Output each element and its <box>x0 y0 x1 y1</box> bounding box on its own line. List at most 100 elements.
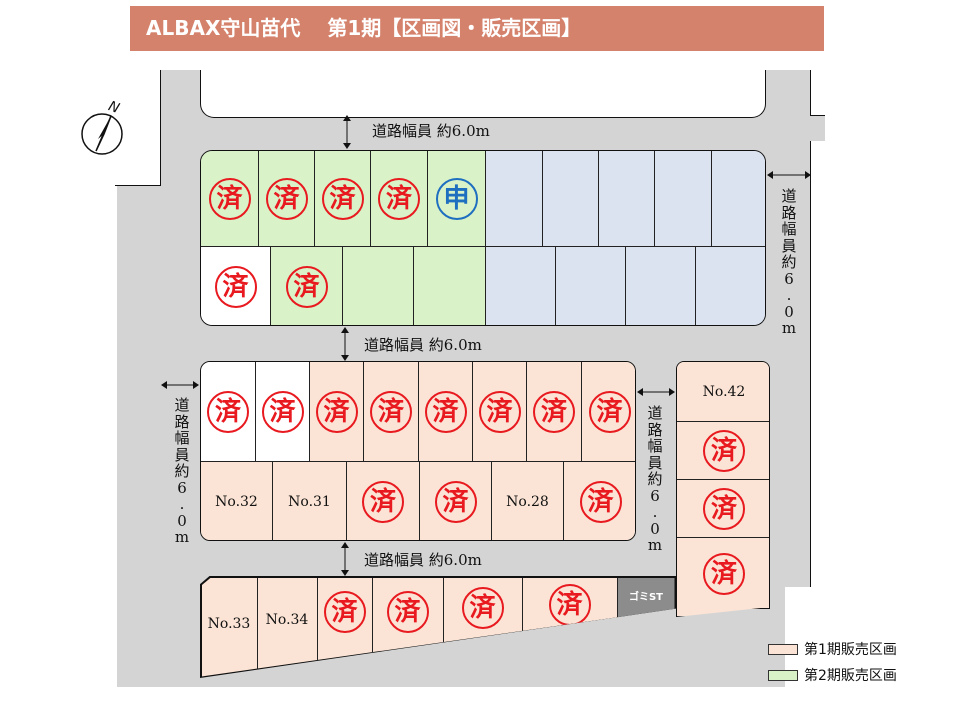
left-lower-neighbor-area <box>115 186 117 688</box>
road-width-label-bottom: 道路幅員 約6.0m <box>364 551 482 569</box>
sold-stamp: 済 <box>588 390 631 433</box>
lot-b1[interactable]: 済 <box>201 362 256 462</box>
block-a: 済 済 済 済 申 済 済 <box>200 150 766 326</box>
lot-a11[interactable]: 済 <box>201 247 271 325</box>
lot-number: No.33 <box>207 615 251 632</box>
sold-stamp: 済 <box>370 390 412 433</box>
sold-stamp: 済 <box>533 390 575 433</box>
lot-b2[interactable]: 済 <box>256 362 310 462</box>
lot-b6[interactable]: 済 <box>473 362 527 462</box>
lot-c3[interactable]: 済 <box>677 480 769 538</box>
lot-a17[interactable] <box>626 247 696 325</box>
sold-stamp: 済 <box>703 487 745 530</box>
lot-b3[interactable]: 済 <box>310 362 364 462</box>
lot-b4[interactable]: 済 <box>364 362 419 462</box>
lot-a3[interactable]: 済 <box>315 151 371 247</box>
legend-label-phase2: 第2期販売区画 <box>804 668 897 684</box>
sold-stamp: 済 <box>461 586 504 629</box>
sold-stamp: 済 <box>362 481 404 523</box>
lot-number: No.31 <box>288 494 331 510</box>
block-b: 済 済 済 済 済 済 済 済 No.32 No.31 済 済 No.28 済 <box>200 361 636 541</box>
road-width-label-middle: 道路幅員 約6.0m <box>364 336 482 354</box>
lot-no28[interactable]: No.28 <box>492 462 564 540</box>
right-upper-neighbor-area <box>810 70 825 116</box>
sold-stamp: 済 <box>478 390 521 433</box>
sold-stamp: 済 <box>208 177 251 220</box>
garbage-station-label: ゴミST <box>628 591 664 603</box>
left-upper-neighbor-area <box>115 70 161 186</box>
applied-stamp: 申 <box>435 177 478 220</box>
legend-label-phase1: 第1期販売区画 <box>804 642 897 658</box>
lot-b12[interactable]: 済 <box>420 462 492 540</box>
lot-number: No.42 <box>702 383 746 400</box>
legend-item-phase2: 第2期販売区画 <box>768 662 897 688</box>
lot-no31[interactable]: No.31 <box>273 462 347 540</box>
right-lower-neighbor-area <box>810 141 825 587</box>
road-width-arrow-center <box>637 388 675 396</box>
road-width-arrow-bottom <box>341 542 349 576</box>
lot-a10[interactable] <box>712 151 765 247</box>
lot-number: No.34 <box>265 611 309 628</box>
top-neighbor-area <box>200 70 766 118</box>
lot-a8[interactable] <box>599 151 655 247</box>
lot-a16[interactable] <box>556 247 626 325</box>
lot-c2[interactable]: 済 <box>677 422 769 480</box>
lot-a14[interactable] <box>414 247 486 325</box>
sold-stamp: 済 <box>378 177 420 220</box>
lot-no34[interactable]: No.34 <box>257 577 318 677</box>
legend: 第1期販売区画 第2期販売区画 <box>768 636 897 688</box>
sold-stamp: 済 <box>579 481 622 523</box>
sold-stamp: 済 <box>261 390 304 433</box>
lot-no42[interactable]: No.42 <box>677 362 769 422</box>
sold-stamp: 済 <box>386 590 429 633</box>
legend-swatch-phase2 <box>768 669 798 681</box>
sold-stamp: 済 <box>214 266 257 308</box>
sold-stamp: 済 <box>703 429 745 472</box>
legend-swatch-phase1 <box>768 643 798 655</box>
road-width-arrow-right <box>767 171 811 179</box>
sold-stamp: 済 <box>285 266 328 308</box>
lot-a7[interactable] <box>543 151 599 247</box>
sold-stamp: 済 <box>315 390 358 433</box>
lot-number: No.32 <box>215 494 258 510</box>
road-width-arrow-left <box>161 381 199 389</box>
legend-item-phase1: 第1期販売区画 <box>768 636 897 662</box>
lot-a4[interactable]: 済 <box>371 151 428 247</box>
lot-a15[interactable] <box>486 247 556 325</box>
road-width-label-top: 道路幅員 約6.0m <box>372 122 490 140</box>
sold-stamp: 済 <box>207 390 249 433</box>
page-title: ALBAX守山苗代 第1期【区画図・販売区画】 <box>130 6 824 51</box>
road-width-arrow-top <box>343 115 351 149</box>
block-c: No.42 済 済 済 <box>676 361 770 609</box>
sold-stamp: 済 <box>703 553 745 595</box>
sold-stamp: 済 <box>434 481 477 523</box>
lot-a13[interactable] <box>343 247 414 325</box>
lot-a12[interactable]: 済 <box>271 247 343 325</box>
lot-b14[interactable]: 済 <box>564 462 635 540</box>
lot-a6[interactable] <box>486 151 543 247</box>
lot-b11[interactable]: 済 <box>347 462 420 540</box>
lot-c4[interactable]: 済 <box>677 538 769 608</box>
north-compass-icon: N <box>81 98 123 155</box>
lot-no33[interactable]: No.33 <box>201 577 258 677</box>
lot-number: No.28 <box>506 494 549 510</box>
lot-b8[interactable]: 済 <box>582 362 635 462</box>
sold-stamp: 済 <box>323 590 366 633</box>
lot-a2[interactable]: 済 <box>259 151 315 247</box>
lot-no32[interactable]: No.32 <box>201 462 273 540</box>
road-width-arrow-middle <box>341 327 349 361</box>
lot-a18[interactable] <box>696 247 765 325</box>
lot-a1[interactable]: 済 <box>201 151 259 247</box>
lot-b7[interactable]: 済 <box>527 362 582 462</box>
sold-stamp: 済 <box>548 583 591 626</box>
sold-stamp: 済 <box>265 177 308 220</box>
sold-stamp: 済 <box>321 177 364 220</box>
lot-a9[interactable] <box>655 151 712 247</box>
sold-stamp: 済 <box>424 390 467 433</box>
lot-b5[interactable]: 済 <box>419 362 473 462</box>
lot-a5[interactable]: 申 <box>428 151 486 247</box>
